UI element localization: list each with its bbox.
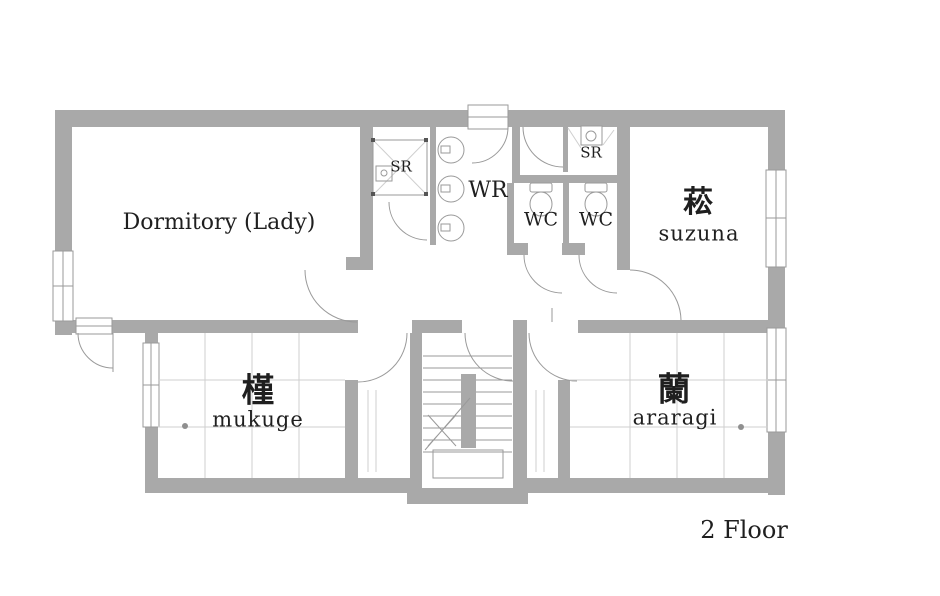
basin-icon	[437, 214, 465, 242]
grid-araragi	[570, 333, 768, 478]
room-label-wc-left: WC	[523, 208, 559, 231]
door-arc-balcony	[77, 332, 114, 369]
door-arc-araragi	[528, 332, 578, 382]
basin-tap	[440, 223, 451, 232]
room-label-washroom: WR	[468, 178, 508, 203]
wall-suzuna-left	[617, 127, 630, 270]
floor-grids	[158, 333, 768, 478]
room-label-wc-right: WC	[578, 208, 614, 231]
wall-middle-post2	[513, 320, 527, 333]
wall-stair-left	[410, 333, 422, 478]
wall-stair-bay	[407, 488, 528, 504]
door-stop-dot	[738, 424, 744, 430]
wall-middle-left	[55, 320, 358, 333]
floor-title: 2 Floor	[700, 516, 788, 544]
wall-wc-top	[512, 175, 620, 183]
room-kanji-suzuna: 菘	[683, 185, 713, 220]
stair-newel-wall	[461, 374, 476, 448]
room-label-suzuna: suzuna	[658, 221, 740, 246]
wall-wc2-stub	[562, 243, 585, 255]
shower-room-icon	[371, 138, 428, 196]
wall-wc1-stub	[507, 243, 528, 255]
door-arc-stairhall	[464, 332, 514, 382]
stair-landing-outline	[432, 449, 504, 479]
door-arc-suzuna	[629, 269, 682, 321]
door-stop-dot	[182, 423, 188, 429]
stair-opening	[422, 478, 513, 490]
door-arc-mukuge	[357, 332, 408, 383]
wall-wc1-left	[507, 183, 514, 255]
room-label-shower-right: SR	[580, 143, 602, 162]
closet-lines-left	[367, 390, 377, 472]
room-label-dormitory: Dormitory (Lady)	[122, 210, 316, 235]
wall-araragi-left	[558, 380, 570, 478]
wall-right	[768, 110, 785, 495]
room-kanji-araragi: 蘭	[657, 369, 691, 409]
room-label-araragi: araragi	[632, 405, 718, 430]
wall-sr2-left	[563, 125, 568, 172]
wall-wr-left	[430, 127, 436, 245]
windows	[52, 104, 787, 433]
wall-middle-right	[578, 320, 785, 333]
fixtures	[182, 125, 744, 430]
door-arc-wr	[471, 126, 509, 164]
wall-dormitory-post	[346, 257, 373, 270]
door-arc-wc1	[523, 254, 563, 294]
room-label-mukuge: mukuge	[212, 407, 304, 432]
wall-wr-right	[512, 127, 520, 175]
wall-wc-divider	[563, 183, 569, 255]
door-arc-sr2	[522, 126, 564, 168]
stair-direction-mark	[424, 397, 471, 451]
door-arc-dormitory	[304, 269, 358, 323]
grid-mukuge	[158, 333, 345, 478]
washer-icon	[567, 125, 615, 149]
closet-lines-right	[535, 390, 545, 472]
door-arc-wc2	[578, 254, 618, 294]
basin-icon	[437, 175, 465, 203]
wall-stair-right	[513, 333, 527, 478]
staircase	[423, 355, 512, 479]
door-arc-sr1	[388, 201, 428, 241]
basin-tap	[440, 145, 451, 154]
basin-icon	[437, 136, 465, 164]
room-label-shower-left: SR	[390, 157, 412, 176]
wall-dormitory-right	[360, 127, 373, 257]
wall-middle-post1	[412, 320, 462, 333]
basin-tap	[440, 184, 451, 193]
toilet-icon	[584, 182, 608, 217]
room-kanji-mukuge: 槿	[241, 370, 275, 410]
toilet-icon	[529, 182, 553, 217]
wall-top	[55, 110, 785, 127]
doors	[77, 126, 682, 383]
wall-mukuge-right	[345, 380, 358, 478]
